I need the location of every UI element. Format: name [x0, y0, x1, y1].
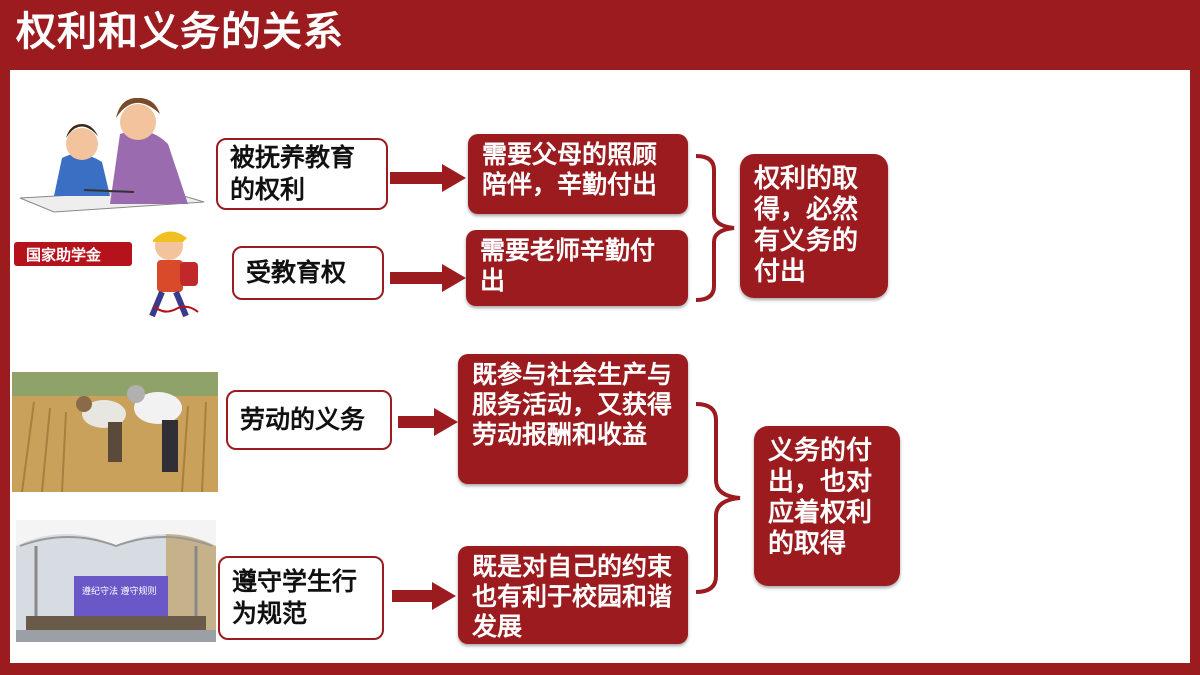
- consequence-box-2: 需要老师辛勤付出: [466, 230, 688, 306]
- school-stage-photo: 遵纪守法 遵守规则: [16, 520, 216, 642]
- duty-box-1: 劳动的义务: [226, 390, 392, 450]
- consequence-box-1-label: 需要父母的照顾陪伴，辛勤付出: [482, 140, 658, 199]
- right-curly-bracket-icon: [695, 154, 735, 302]
- right-box-1-label: 被抚养教育的权利: [230, 143, 356, 204]
- stage-board-text: 遵纪守法 遵守规则: [82, 585, 157, 596]
- farm-labor-photo: [12, 372, 218, 492]
- consequence-box-4: 既是对自己的约束也有利于校园和谐发展: [458, 546, 688, 644]
- arrow-right-icon: [392, 582, 456, 610]
- student-aid-illustration: 国家助学金: [14, 218, 214, 326]
- slide-canvas: 国家助学金: [10, 70, 1190, 663]
- conclusion-box-duties: 义务的付出，也对应着权利的取得: [754, 426, 900, 586]
- duty-box-2-label: 遵守学生行为规范: [232, 567, 358, 628]
- consequence-box-1: 需要父母的照顾陪伴，辛勤付出: [468, 134, 688, 214]
- right-curly-bracket-icon: [695, 402, 741, 594]
- consequence-box-4-label: 既是对自己的约束也有利于校园和谐发展: [472, 552, 673, 641]
- right-box-2-label: 受教育权: [246, 258, 347, 287]
- arrow-right-icon: [390, 164, 466, 192]
- arrow-right-icon: [390, 264, 466, 292]
- consequence-box-2-label: 需要老师辛勤付出: [480, 236, 656, 295]
- arrow-right-icon: [398, 408, 458, 436]
- duty-box-1-label: 劳动的义务: [240, 405, 366, 434]
- tutoring-illustration: [14, 98, 210, 216]
- right-box-1: 被抚养教育的权利: [216, 138, 388, 210]
- aid-badge-text: 国家助学金: [26, 246, 102, 264]
- conclusion-duties-label: 义务的付出，也对应着权利的取得: [768, 436, 873, 559]
- duty-box-2: 遵守学生行为规范: [218, 556, 384, 640]
- page-title: 权利和义务的关系: [16, 9, 344, 55]
- right-box-2: 受教育权: [232, 246, 384, 300]
- conclusion-box-rights: 权利的取得，必然有义务的付出: [740, 154, 888, 298]
- consequence-box-3: 既参与社会生产与服务活动，又获得劳动报酬和收益: [458, 354, 688, 484]
- conclusion-rights-label: 权利的取得，必然有义务的付出: [754, 164, 859, 287]
- consequence-box-3-label: 既参与社会生产与服务活动，又获得劳动报酬和收益: [472, 360, 673, 449]
